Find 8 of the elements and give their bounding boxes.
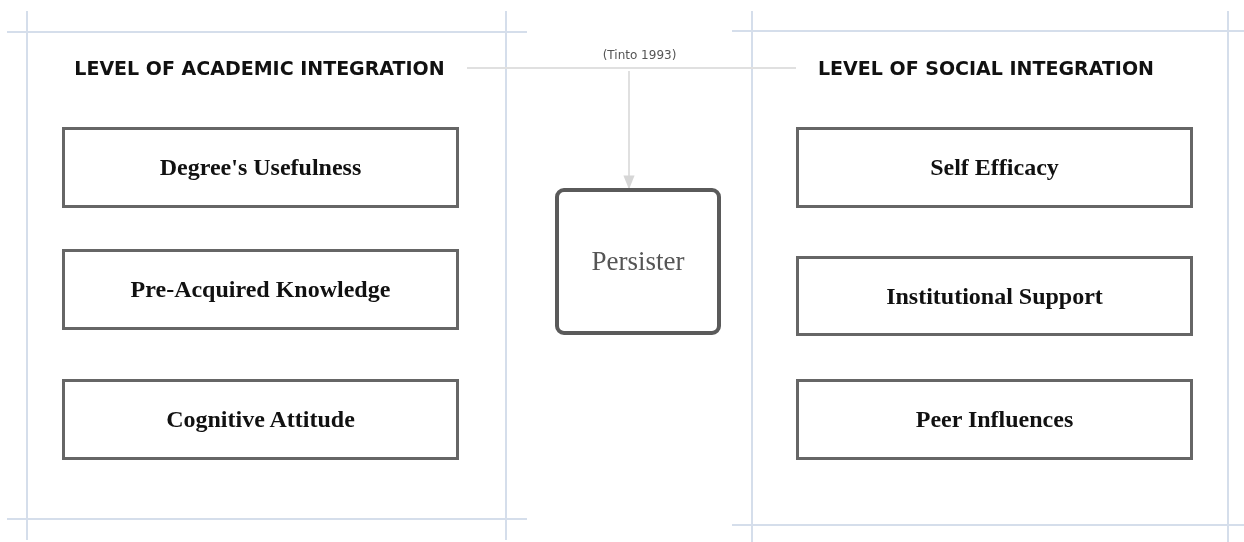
factor-box: Pre-Acquired Knowledge (62, 249, 459, 330)
factor-box: Peer Influences (796, 379, 1193, 460)
factor-box: Institutional Support (796, 256, 1193, 336)
outcome-box: Persister (555, 188, 721, 335)
factor-box: Self Efficacy (796, 127, 1193, 208)
factor-box: Cognitive Attitude (62, 379, 459, 460)
arrow (623, 70, 635, 190)
factor-box: Degree's Usefulness (62, 127, 459, 208)
